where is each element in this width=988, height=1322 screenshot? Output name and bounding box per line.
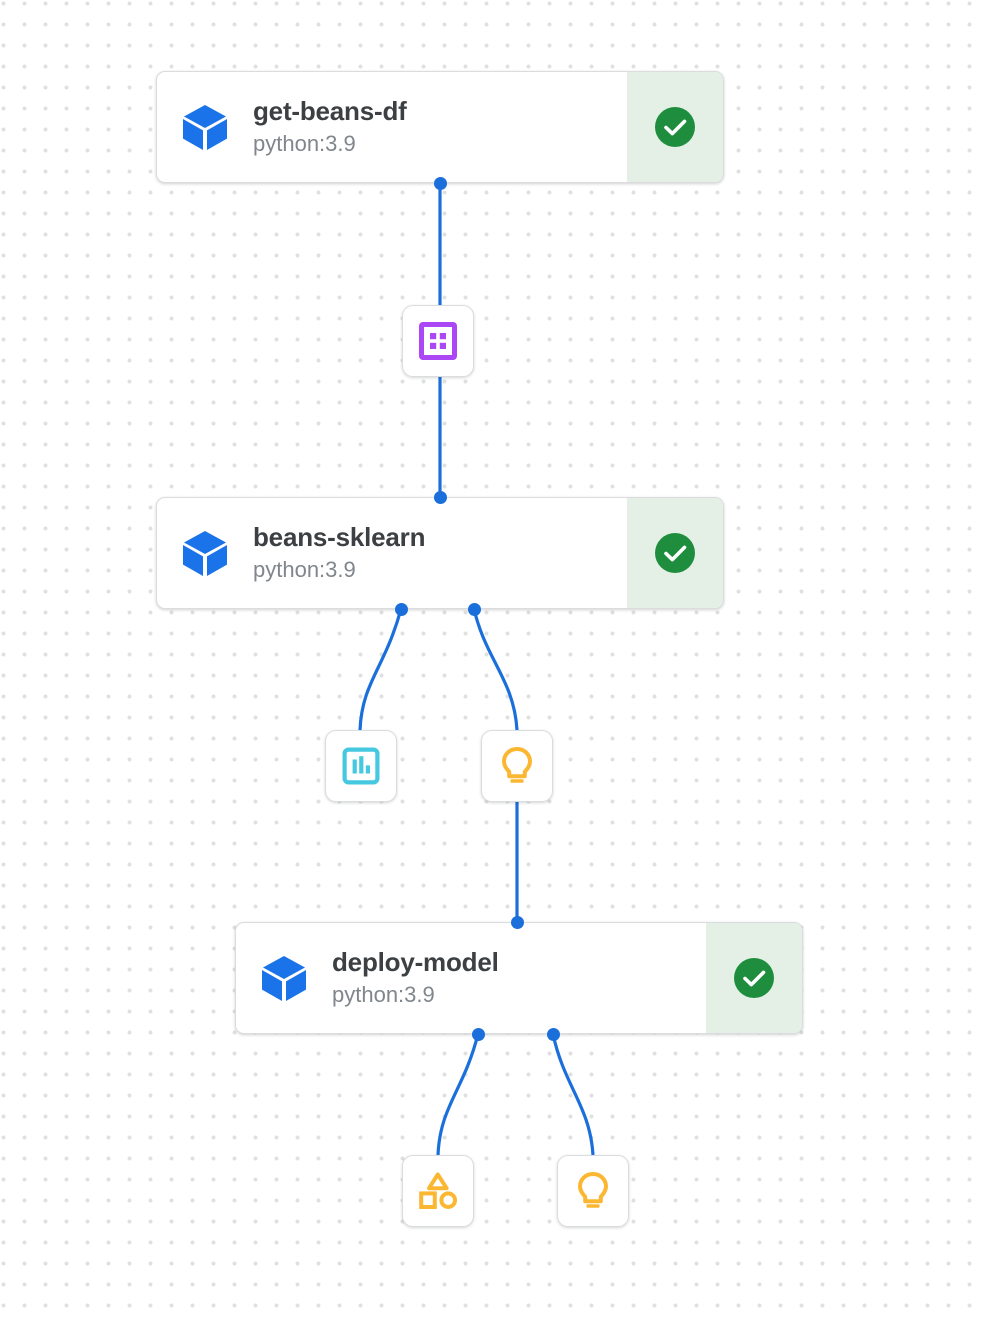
edge-deploy-model-to-classification xyxy=(436,1033,480,1156)
connection-handle-deploy-model-output-left[interactable] xyxy=(471,1027,485,1041)
status-badge[interactable] xyxy=(706,923,802,1033)
edge-beans-sklearn-to-metrics xyxy=(358,608,403,731)
artifact-node-metrics[interactable] xyxy=(325,730,397,802)
connection-handle-beans-sklearn-output-left[interactable] xyxy=(394,602,408,616)
artifact-node-endpoint-model[interactable] xyxy=(557,1155,629,1227)
connection-handle-deploy-model-output-right[interactable] xyxy=(546,1027,560,1041)
node-text-block: deploy-model python:3.9 xyxy=(332,923,706,1033)
lightbulb-model-icon xyxy=(502,747,532,783)
lightbulb-model-icon xyxy=(578,1172,608,1208)
check-circle-icon xyxy=(734,958,774,998)
node-title: get-beans-df xyxy=(253,95,407,126)
connection-handle-beans-sklearn-output-right[interactable] xyxy=(467,602,481,616)
node-subtitle: python:3.9 xyxy=(332,981,435,1007)
check-circle-icon xyxy=(655,533,695,573)
node-title: beans-sklearn xyxy=(253,521,426,552)
dataset-table-icon xyxy=(419,322,457,360)
bar-chart-metrics-icon xyxy=(342,747,380,785)
node-subtitle: python:3.9 xyxy=(253,556,356,582)
artifact-node-classification-metrics[interactable] xyxy=(402,1155,474,1227)
pipeline-node-deploy-model[interactable]: deploy-model python:3.9 xyxy=(235,922,803,1034)
node-title: deploy-model xyxy=(332,946,499,977)
pipeline-node-beans-sklearn[interactable]: beans-sklearn python:3.9 xyxy=(156,497,724,609)
cube-icon xyxy=(157,72,253,182)
edge-beans-sklearn-to-model xyxy=(472,608,519,731)
node-text-block: get-beans-df python:3.9 xyxy=(253,72,627,182)
node-subtitle: python:3.9 xyxy=(253,130,356,156)
connection-handle-get-beans-df-output[interactable] xyxy=(433,176,447,190)
cube-icon xyxy=(157,498,253,608)
connection-handle-beans-sklearn-input[interactable] xyxy=(433,490,447,504)
artifact-node-dataset[interactable] xyxy=(402,305,474,377)
pipeline-node-get-beans-df[interactable]: get-beans-df python:3.9 xyxy=(156,71,724,183)
cube-icon xyxy=(236,923,332,1033)
node-text-block: beans-sklearn python:3.9 xyxy=(253,498,627,608)
shapes-classification-icon xyxy=(419,1172,458,1210)
status-badge[interactable] xyxy=(627,498,723,608)
connection-handle-deploy-model-input[interactable] xyxy=(510,915,524,929)
status-badge[interactable] xyxy=(627,72,723,182)
artifact-node-model[interactable] xyxy=(481,730,553,802)
edge-deploy-model-to-endpoint xyxy=(551,1033,595,1156)
check-circle-icon xyxy=(655,107,695,147)
